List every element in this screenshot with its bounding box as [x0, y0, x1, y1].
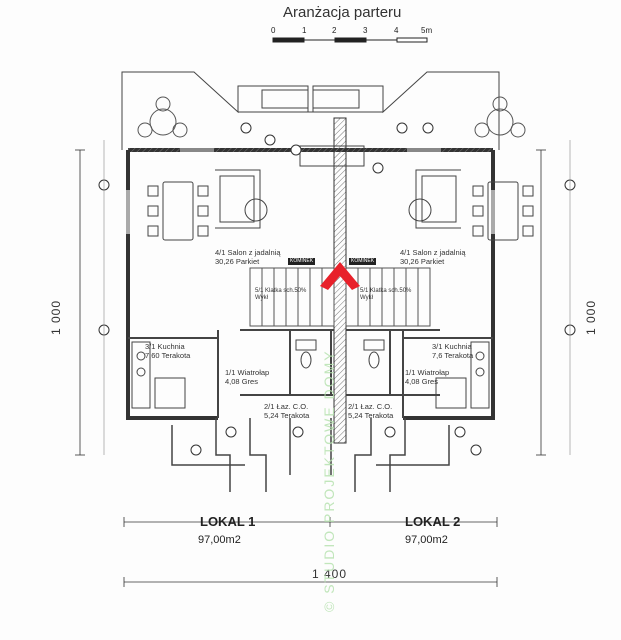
red-arrow-marker — [320, 262, 360, 290]
room-salon-right: 4/1 Salon z jadalnią 30,26 Parkiet — [400, 248, 466, 266]
chimney-block — [299, 145, 365, 167]
terrace-outline — [121, 71, 500, 150]
axis-lines — [103, 140, 571, 455]
watermark-text: © STUDIO PROJEKTOWE DOMY — [321, 349, 337, 612]
patio-set-left — [137, 96, 188, 138]
entrance-porch — [171, 418, 450, 492]
dining-set-left — [147, 181, 209, 241]
sofa-right — [408, 169, 461, 229]
window-3 — [126, 190, 130, 234]
plan-title: Aranżacja parteru — [283, 4, 402, 21]
front-wall-hatch — [128, 148, 493, 152]
scale-bar — [272, 37, 428, 43]
patio-set-right — [474, 96, 526, 138]
scale-tick-2: 2 — [332, 26, 337, 35]
room-kuchnia-right: 3/1 Kuchnia 7,6 Terakota — [432, 342, 474, 360]
room-wiatrolap-left: 1/1 Wiatrołap 4,08 Gres — [225, 368, 270, 386]
inner-walls — [128, 329, 493, 418]
room-klatka-left: 5/1 Klatka sch.50% Wykł — [255, 288, 307, 301]
dimension-height-left: 1 000 — [49, 299, 63, 335]
scale-tick-1: 1 — [302, 26, 307, 35]
unit-2-area: 97,00m2 — [405, 534, 448, 546]
dimension-lines — [75, 149, 546, 587]
scale-tick-5: 5m — [421, 26, 433, 35]
unit-2-name: LOKAL 2 — [405, 514, 461, 529]
room-laz-left: 2/1 Łaz. C.O. 5,24 Terakota — [264, 402, 310, 420]
dimension-height-right: 1 000 — [584, 299, 598, 335]
room-kuchnia-left: 3/1 Kuchnia 7,60 Terakota — [145, 342, 191, 360]
window-1 — [180, 148, 214, 152]
kominek-label-left: KOMINEK — [288, 258, 316, 265]
window-2 — [407, 148, 441, 152]
window-4 — [491, 190, 495, 234]
scale-tick-0: 0 — [271, 26, 276, 35]
dining-set-right — [472, 181, 534, 241]
sofa-left — [215, 169, 268, 229]
room-klatka-right: 5/1 Klatka sch.50% Wykł — [360, 288, 412, 301]
scale-tick-3: 3 — [363, 26, 368, 35]
bathroom-fixtures — [295, 339, 385, 369]
scale-tick-4: 4 — [394, 26, 399, 35]
dimension-width: 1 400 — [312, 567, 348, 581]
kominek-label-right: KOMINEK — [349, 258, 377, 265]
unit-1-area: 97,00m2 — [198, 534, 241, 546]
kitchen-right — [435, 341, 490, 409]
stairs — [249, 267, 431, 327]
room-salon-left: 4/1 Salon z jadalnią 30,26 Parkiet — [215, 248, 281, 266]
room-wiatrolap-right: 1/1 Wiatrołap 4,08 Gres — [405, 368, 450, 386]
room-laz-right: 2/1 Łaz. C.O. 5,24 Terakota — [348, 402, 394, 420]
kitchen-left — [131, 341, 186, 409]
unit-1-name: LOKAL 1 — [200, 514, 256, 529]
